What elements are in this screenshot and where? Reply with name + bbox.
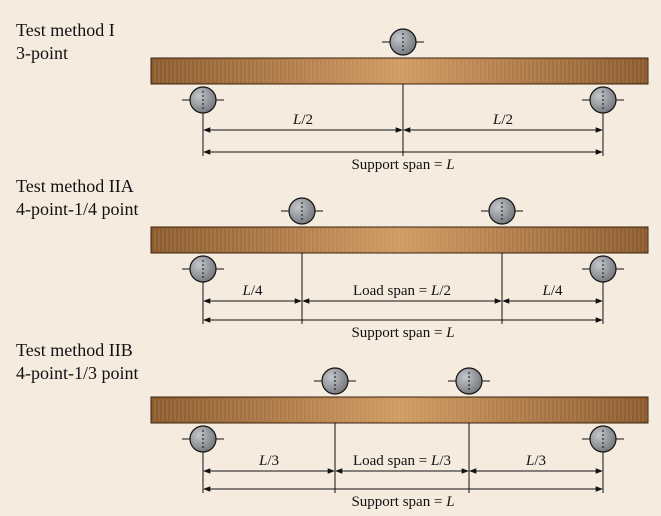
beam: [150, 57, 649, 85]
beam: [150, 396, 649, 424]
method-1-subtitle: 3-point: [16, 43, 68, 63]
beam: [150, 226, 649, 254]
support-roller-left: [182, 425, 224, 453]
segment-label: L/3: [525, 453, 546, 469]
support-roller-right: [582, 86, 624, 114]
segment-label: L/3: [258, 453, 279, 469]
segment-label: L/2: [292, 112, 313, 128]
method-2a-title: Test method IIA: [16, 176, 134, 196]
load-roller-1: [382, 28, 424, 56]
support-roller-left: [182, 255, 224, 283]
support-span-label: Support span = L: [351, 494, 454, 510]
support-span-label: Support span = L: [351, 325, 454, 341]
method-2b-subtitle: 4-point-1/3 point: [16, 363, 139, 383]
segment-label: L/2: [492, 112, 513, 128]
support-roller-right: [582, 255, 624, 283]
method-2b-title: Test method IIB: [16, 340, 133, 360]
load-roller-1: [281, 197, 323, 225]
load-roller-1: [314, 367, 356, 395]
support-span-label: Support span = L: [351, 157, 454, 173]
load-roller-2: [448, 367, 490, 395]
load-roller-2: [481, 197, 523, 225]
segment-label: L/4: [541, 283, 563, 299]
beam-grain: [154, 60, 648, 82]
support-roller-right: [582, 425, 624, 453]
method-2a-subtitle: 4-point-1/4 point: [16, 199, 139, 219]
segment-label: L/4: [241, 283, 263, 299]
method-1-title: Test method I: [16, 20, 115, 40]
beam-grain: [154, 399, 648, 421]
beam-grain: [154, 229, 648, 251]
segment-label: Load span = L/3: [353, 453, 451, 469]
support-roller-left: [182, 86, 224, 114]
segment-label: Load span = L/2: [353, 283, 451, 299]
